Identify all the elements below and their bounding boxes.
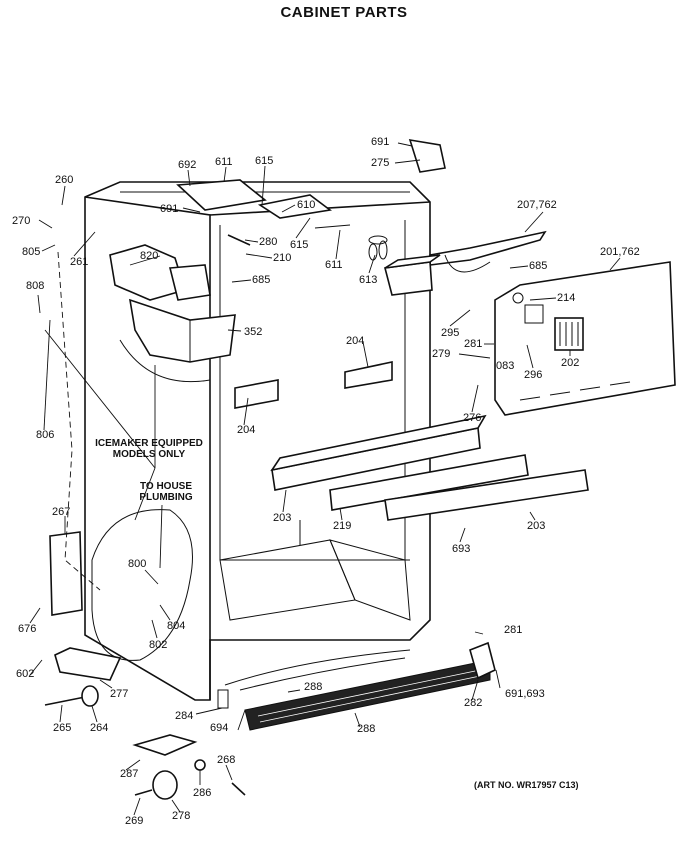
part-label-268: 268: [217, 754, 236, 766]
rear-roller-278: [132, 734, 246, 800]
part-label-261: 261: [70, 256, 89, 268]
part-label-275: 275: [371, 157, 390, 169]
part-label-219: 219: [333, 520, 352, 532]
part-label-264: 264: [90, 722, 109, 734]
part-label-281: 281: [504, 624, 523, 636]
part-label-296: 296: [524, 369, 543, 381]
part-label-610: 610: [297, 199, 316, 211]
diagram-title: CABINET PARTS: [280, 4, 408, 21]
part-label-276: 276: [463, 412, 482, 424]
part-label-265: 265: [53, 722, 72, 734]
rail-203-lower: [384, 469, 589, 521]
hinge-282: [469, 641, 496, 680]
part-label-204: 204: [346, 335, 365, 347]
part-label-277: 277: [110, 688, 129, 700]
rail-219: [329, 454, 529, 511]
part-label-214: 214: [557, 292, 576, 304]
part-label-282: 282: [464, 697, 483, 709]
plumbing-note-line-2: PLUMBING: [139, 492, 193, 503]
plumbing-note: TO HOUSE PLUMBING: [136, 481, 196, 503]
control-panel-201: [494, 261, 676, 416]
part-label-692: 692: [178, 159, 197, 171]
left-panel-267: [49, 531, 83, 616]
part-label-676: 676: [18, 623, 37, 635]
part-label-083: 083: [496, 360, 515, 372]
part-label-201-762: 201,762: [600, 246, 640, 258]
part-label-286: 286: [193, 787, 212, 799]
front-roller-264: [44, 685, 99, 707]
toe-grille-288: [244, 659, 491, 731]
top-air-ducts: [176, 179, 351, 246]
part-label-260: 260: [55, 174, 74, 186]
part-label-685: 685: [252, 274, 271, 286]
icemaker-note-line-1: ICEMAKER EQUIPPED: [95, 438, 203, 449]
art-number: (ART NO. WR17957 C13): [474, 780, 579, 790]
part-label-615: 615: [255, 155, 274, 167]
wiring-harness-207: [383, 138, 547, 296]
part-label-805: 805: [22, 246, 41, 258]
part-label-820: 820: [140, 250, 159, 262]
part-label-800: 800: [128, 558, 147, 570]
part-label-352: 352: [244, 326, 263, 338]
part-label-613: 613: [359, 274, 378, 286]
part-label-280: 280: [259, 236, 278, 248]
part-label-288: 288: [357, 723, 376, 735]
part-label-203: 203: [273, 512, 292, 524]
leader-lines: [29, 142, 621, 816]
part-label-288: 288: [304, 681, 323, 693]
part-label-685: 685: [529, 260, 548, 272]
part-label-804: 804: [167, 620, 186, 632]
part-label-693: 693: [452, 543, 471, 555]
part-label-806: 806: [36, 429, 55, 441]
icemaker-note: ICEMAKER EQUIPPED MODELS ONLY: [90, 438, 208, 460]
part-label-691: 691: [160, 203, 179, 215]
part-label-269: 269: [125, 815, 144, 827]
part-label-694: 694: [210, 722, 229, 734]
part-label-691-693: 691,693: [505, 688, 545, 700]
part-label-284: 284: [175, 710, 194, 722]
part-label-691: 691: [371, 136, 390, 148]
part-label-207-762: 207,762: [517, 199, 557, 211]
part-label-808: 808: [26, 280, 45, 292]
part-label-270: 270: [12, 215, 31, 227]
part-label-202: 202: [561, 357, 580, 369]
part-label-204: 204: [237, 424, 256, 436]
icemaker-assembly: [109, 244, 236, 383]
part-label-602: 602: [16, 668, 35, 680]
part-label-611: 611: [325, 259, 343, 271]
part-label-278: 278: [172, 810, 191, 822]
bracket-204-left: [234, 379, 279, 409]
part-label-802: 802: [149, 639, 168, 651]
water-line-806: [57, 251, 101, 591]
bracket-204-right: [344, 361, 393, 389]
part-label-203: 203: [527, 520, 546, 532]
part-label-287: 287: [120, 768, 139, 780]
part-label-611: 611: [215, 156, 233, 168]
part-label-279: 279: [432, 348, 451, 360]
rail-203-upper: [270, 414, 487, 491]
base-rail-277: [54, 647, 122, 681]
icemaker-note-line-2: MODELS ONLY: [112, 449, 186, 460]
part-label-281: 281: [464, 338, 483, 350]
part-label-615: 615: [290, 239, 309, 251]
part-label-295: 295: [441, 327, 460, 339]
part-label-210: 210: [273, 252, 292, 264]
plumbing-note-line-1: TO HOUSE: [139, 481, 193, 492]
part-label-267: 267: [52, 506, 71, 518]
